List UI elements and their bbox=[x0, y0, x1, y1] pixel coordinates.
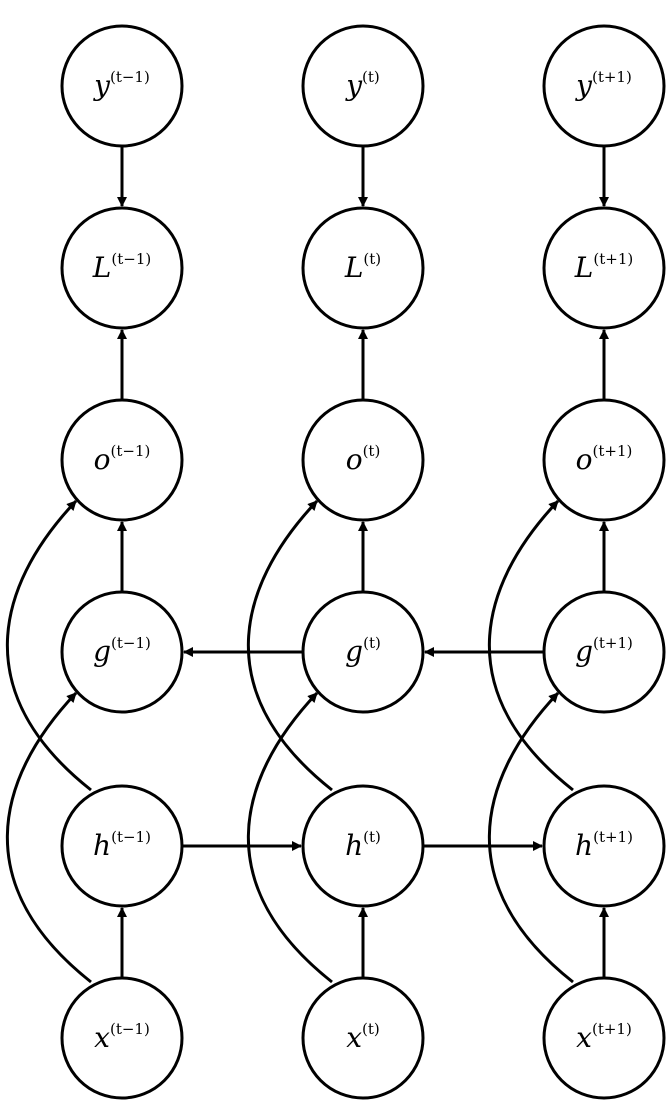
edges bbox=[5, 146, 609, 984]
node-x-t: x(t) bbox=[301, 976, 425, 1100]
node-circle bbox=[542, 206, 666, 330]
edge-h-to-o-t-plus-1 bbox=[487, 499, 574, 792]
node-circle bbox=[60, 784, 184, 908]
node-g-t-plus-1: g(t+1) bbox=[542, 590, 666, 714]
node-circle bbox=[301, 398, 425, 522]
node-label-superscript: (t−1) bbox=[111, 634, 151, 652]
node-circle bbox=[301, 206, 425, 330]
node-label: g(t+1) bbox=[575, 634, 633, 668]
node-circle bbox=[301, 590, 425, 714]
node-label-base: o bbox=[576, 443, 593, 476]
node-h-t-minus-1: h(t−1) bbox=[60, 784, 184, 908]
node-label-base: x bbox=[346, 1021, 362, 1054]
node-label-base: o bbox=[346, 443, 363, 476]
node-circle bbox=[542, 398, 666, 522]
node-label-base: h bbox=[93, 829, 111, 862]
node-x-t-plus-1: x(t+1) bbox=[542, 976, 666, 1100]
node-label: h(t−1) bbox=[93, 828, 151, 862]
node-label: y(t) bbox=[344, 68, 380, 102]
node-label-base: g bbox=[93, 635, 111, 668]
node-circle bbox=[301, 784, 425, 908]
node-label-superscript: (t−1) bbox=[110, 68, 150, 86]
node-x-t-minus-1: x(t−1) bbox=[60, 976, 184, 1100]
node-label-base: x bbox=[94, 1021, 110, 1054]
node-g-t: g(t) bbox=[301, 590, 425, 714]
node-label-superscript: (t+1) bbox=[593, 250, 633, 268]
node-o-t-plus-1: o(t+1) bbox=[542, 398, 666, 522]
node-y-t-plus-1: y(t+1) bbox=[542, 24, 666, 148]
node-o-t: o(t) bbox=[301, 398, 425, 522]
node-label: h(t) bbox=[345, 828, 381, 862]
node-label-superscript: (t−1) bbox=[110, 1020, 150, 1038]
node-label-superscript: (t−1) bbox=[111, 828, 151, 846]
node-label-superscript: (t+1) bbox=[593, 634, 633, 652]
node-circle bbox=[542, 784, 666, 908]
node-label: L(t−1) bbox=[92, 250, 151, 284]
node-L-t-minus-1: L(t−1) bbox=[60, 206, 184, 330]
node-label: o(t+1) bbox=[576, 442, 633, 476]
node-label: x(t−1) bbox=[94, 1020, 150, 1054]
node-label: g(t) bbox=[345, 634, 381, 668]
node-circle bbox=[542, 590, 666, 714]
node-label-superscript: (t) bbox=[363, 634, 381, 652]
node-label-superscript: (t−1) bbox=[111, 442, 151, 460]
node-label-superscript: (t−1) bbox=[111, 250, 151, 268]
node-y-t-minus-1: y(t−1) bbox=[60, 24, 184, 148]
node-label: L(t+1) bbox=[574, 250, 633, 284]
node-label: L(t) bbox=[344, 250, 381, 284]
node-circle bbox=[60, 24, 184, 148]
node-label-base: h bbox=[345, 829, 363, 862]
node-label: g(t−1) bbox=[93, 634, 151, 668]
node-h-t-plus-1: h(t+1) bbox=[542, 784, 666, 908]
node-label-superscript: (t+1) bbox=[593, 828, 633, 846]
node-label-superscript: (t+1) bbox=[593, 442, 633, 460]
node-label-superscript: (t+1) bbox=[592, 68, 632, 86]
node-label: o(t−1) bbox=[94, 442, 151, 476]
edge-h-to-o-t bbox=[246, 499, 333, 792]
node-label-base: y bbox=[574, 69, 593, 102]
edge-h-to-o-t-minus-1 bbox=[5, 499, 92, 792]
node-label: h(t+1) bbox=[575, 828, 633, 862]
node-circle bbox=[60, 590, 184, 714]
edge-x-to-g-t-minus-1 bbox=[5, 691, 92, 984]
node-label-base: L bbox=[574, 251, 594, 284]
node-label-superscript: (t) bbox=[362, 68, 380, 86]
node-label-base: g bbox=[345, 635, 363, 668]
node-label-base: o bbox=[94, 443, 111, 476]
node-label-base: L bbox=[92, 251, 112, 284]
node-o-t-minus-1: o(t−1) bbox=[60, 398, 184, 522]
node-label-superscript: (t) bbox=[363, 442, 381, 460]
node-circle bbox=[542, 976, 666, 1100]
node-label-base: h bbox=[575, 829, 593, 862]
node-label-base: L bbox=[344, 251, 364, 284]
node-h-t: h(t) bbox=[301, 784, 425, 908]
node-label: x(t) bbox=[346, 1020, 380, 1054]
node-label-base: y bbox=[344, 69, 363, 102]
node-label-base: g bbox=[575, 635, 593, 668]
node-label: x(t+1) bbox=[576, 1020, 632, 1054]
node-circle bbox=[60, 976, 184, 1100]
node-label: y(t+1) bbox=[574, 68, 632, 102]
nodes: y(t−1)L(t−1)o(t−1)g(t−1)h(t−1)x(t−1)y(t)… bbox=[60, 24, 666, 1100]
node-y-t: y(t) bbox=[301, 24, 425, 148]
node-label-superscript: (t) bbox=[363, 828, 381, 846]
node-label-superscript: (t+1) bbox=[592, 1020, 632, 1038]
node-circle bbox=[60, 206, 184, 330]
node-label-base: x bbox=[576, 1021, 592, 1054]
node-L-t-plus-1: L(t+1) bbox=[542, 206, 666, 330]
node-L-t: L(t) bbox=[301, 206, 425, 330]
edge-x-to-g-t-plus-1 bbox=[487, 691, 574, 984]
node-label: o(t) bbox=[346, 442, 381, 476]
node-circle bbox=[60, 398, 184, 522]
node-circle bbox=[301, 24, 425, 148]
node-label-base: y bbox=[92, 69, 111, 102]
node-circle bbox=[542, 24, 666, 148]
edge-x-to-g-t bbox=[246, 691, 333, 984]
node-circle bbox=[301, 976, 425, 1100]
node-label-superscript: (t) bbox=[363, 250, 381, 268]
node-label: y(t−1) bbox=[92, 68, 150, 102]
node-g-t-minus-1: g(t−1) bbox=[60, 590, 184, 714]
node-label-superscript: (t) bbox=[362, 1020, 380, 1038]
